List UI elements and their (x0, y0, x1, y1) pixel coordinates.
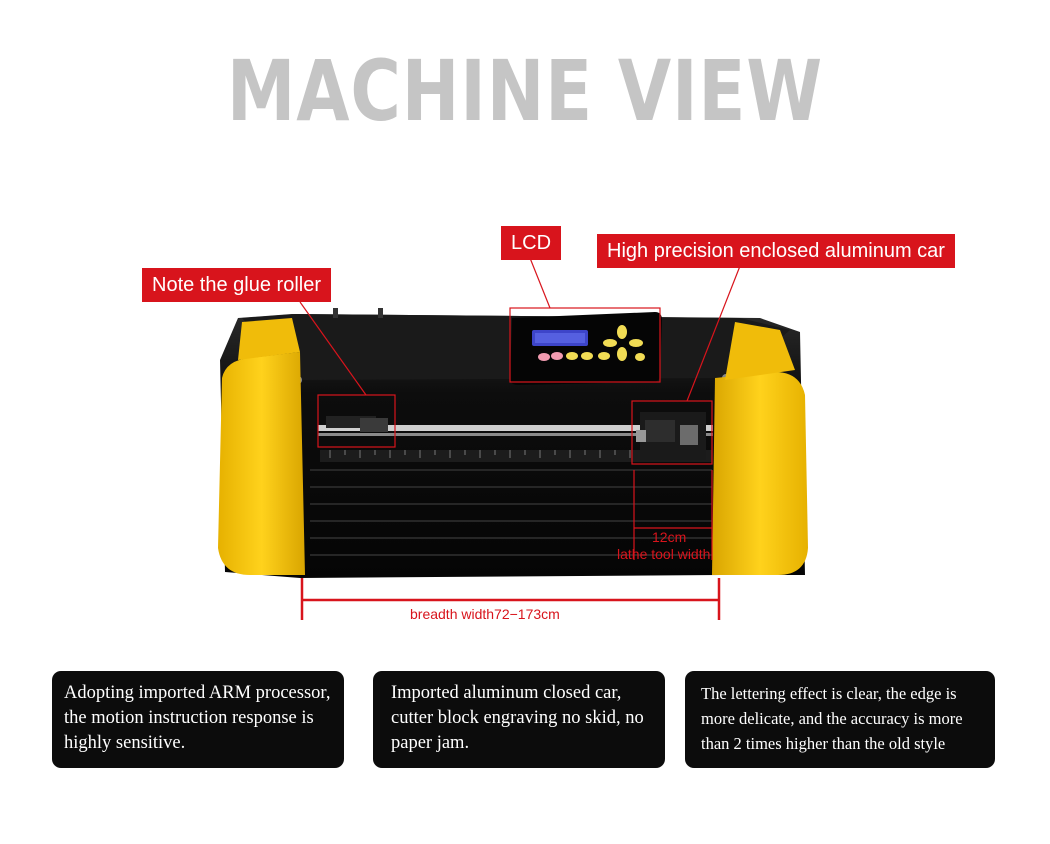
right-side-panel (712, 372, 808, 575)
tool-width-label: lathe tool width (617, 546, 711, 562)
feature-text-2: Imported aluminum closed car, cutter blo… (391, 683, 644, 753)
roller-highlight-box (317, 394, 396, 448)
lcd-leader-line (529, 257, 551, 309)
feature-text-1: Adopting imported ARM processor, the mot… (64, 683, 331, 753)
feature-box-2: Imported aluminum closed car, cutter blo… (373, 671, 665, 768)
car-leader-line (686, 265, 741, 402)
roller-leader-line (299, 301, 367, 396)
breadth-dimension-line (300, 578, 721, 620)
left-side-panel (218, 352, 305, 575)
page-title: MACHINE VIEW (226, 42, 824, 140)
lcd-highlight-box (509, 307, 661, 383)
lcd-callout-label: LCD (501, 226, 562, 260)
carriage-highlight-box (631, 400, 713, 465)
feature-box-3: The lettering effect is clear, the edge … (685, 671, 995, 768)
breadth-width-label: breadth width72−173cm (410, 606, 560, 622)
glue-roller (326, 416, 388, 432)
aluminum-carriage (636, 412, 706, 460)
roller-callout-label: Note the glue roller (142, 268, 331, 302)
feature-box-1: Adopting imported ARM processor, the mot… (52, 671, 344, 768)
control-panel (510, 312, 662, 385)
tool-width-value: 12cm (652, 529, 687, 545)
feature-text-3: The lettering effect is clear, the edge … (701, 684, 963, 753)
car-callout-label: High precision enclosed aluminum car (597, 234, 955, 268)
